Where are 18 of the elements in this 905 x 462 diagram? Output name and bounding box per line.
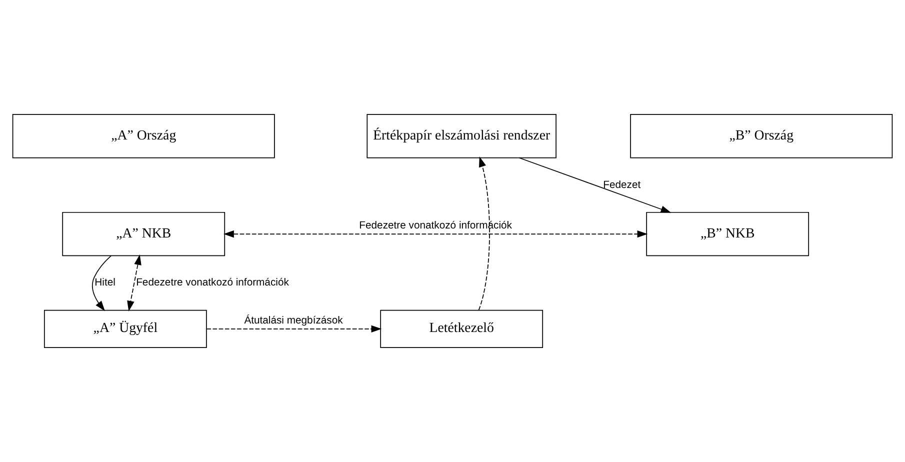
edge-label: Fedezetre vonatkozó információk xyxy=(359,220,512,232)
node-box: „A” NKB xyxy=(62,212,226,256)
edge-label: Hitel xyxy=(94,278,116,289)
arrow xyxy=(206,325,382,333)
edge-label: Átutalási megbízások xyxy=(244,315,343,326)
arrow xyxy=(478,156,490,310)
node-box: „A” Ügyfél xyxy=(44,310,207,348)
node-box: „A” Ország xyxy=(12,114,275,158)
node-box: „B” NKB xyxy=(646,212,810,256)
edge-label: Fedezet xyxy=(603,180,641,191)
edge-label: Fedezetre vonatkozó információk xyxy=(136,278,289,289)
arrow xyxy=(127,254,142,312)
arrow xyxy=(92,255,112,312)
arrow xyxy=(518,157,672,213)
node-box: Letétkezelő xyxy=(380,310,544,348)
arrow xyxy=(224,230,648,238)
node-box: „B” Ország xyxy=(630,114,893,158)
node-box: Értékpapír elszámolási rendszer xyxy=(366,114,556,158)
